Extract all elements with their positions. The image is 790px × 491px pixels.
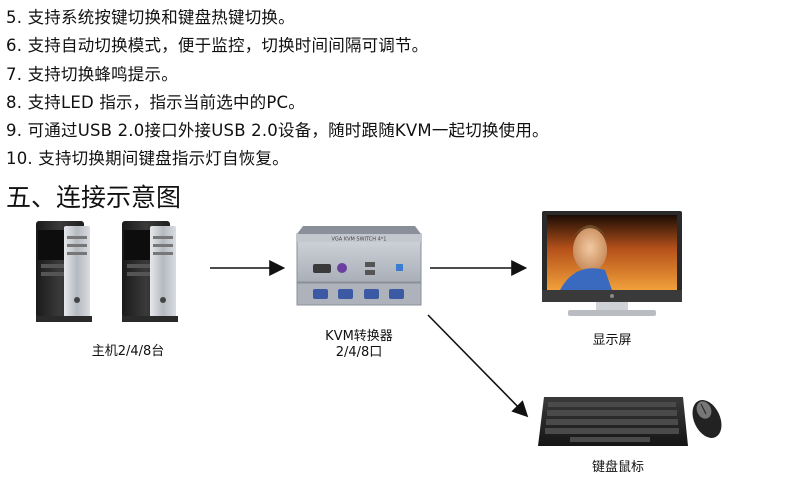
host-caption: 主机2/4/8台 — [91, 344, 165, 359]
feature-line-6: 6. 支持自动切换模式，便于监控，切换时间间隔可调节。 — [6, 36, 429, 55]
monitor-caption: 显示屏 — [592, 333, 632, 348]
mouse-icon — [692, 400, 722, 438]
feature-line-5: 5. 支持系统按键切换和键盘热键切换。 — [6, 8, 295, 27]
kvm-caption-line1: KVM转换器 — [325, 329, 393, 344]
monitor-icon — [542, 211, 682, 316]
kvm-caption-line2: 2/4/8口 — [335, 345, 383, 360]
feature-line-8: 8. 支持LED 指示，指示当前选中的PC。 — [6, 93, 305, 112]
pc-tower-icon — [122, 221, 178, 322]
feature-line-7: 7. 支持切换蜂鸣提示。 — [6, 65, 178, 84]
section-title: 五、连接示意图 — [6, 183, 182, 212]
feature-line-10: 10. 支持切换期间键盘指示灯自恢复。 — [6, 149, 289, 168]
kvm-switch-icon: VGA KVM SWITCH 4*1 — [296, 226, 422, 306]
feature-line-9: 9. 可通过USB 2.0接口外接USB 2.0设备，随时跟随KVM一起切换使用… — [6, 121, 549, 140]
arrow-kvm-to-keyboard — [427, 314, 529, 418]
pc-tower-icon — [36, 221, 92, 322]
kvm-front-label: VGA KVM SWITCH 4*1 — [332, 237, 387, 243]
input-caption: 键盘鼠标 — [591, 460, 644, 475]
keyboard-icon — [538, 397, 688, 446]
